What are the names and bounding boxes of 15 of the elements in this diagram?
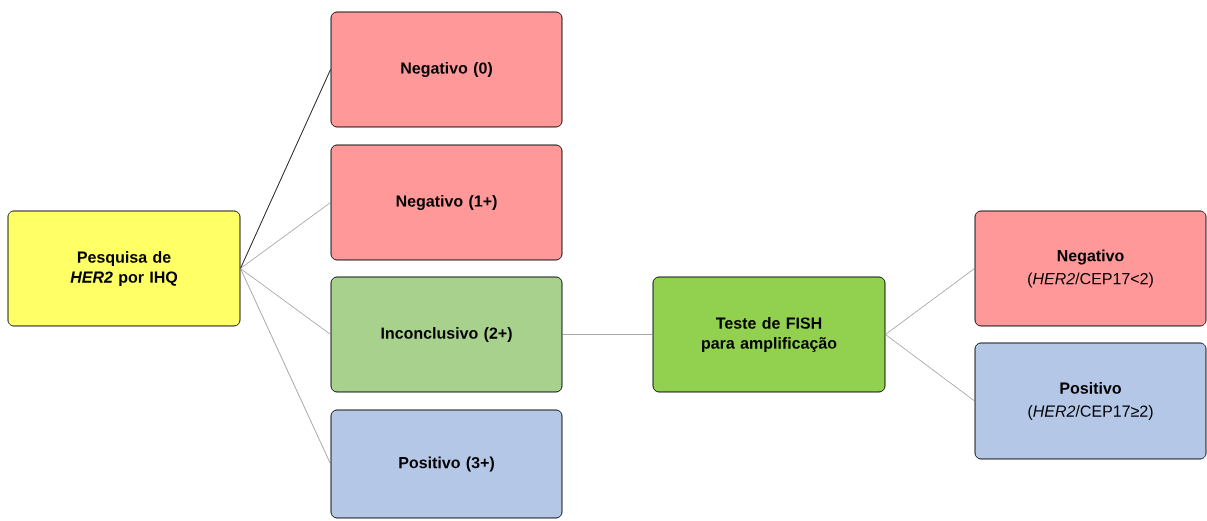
process-box: Negativo (HER2/CEP17<2) bbox=[974, 210, 1207, 327]
connector-line bbox=[885, 268, 975, 335]
process-box: Negativo (1+) bbox=[330, 144, 563, 261]
connector-line bbox=[562, 334, 653, 335]
connector-line bbox=[240, 202, 331, 269]
process-box: Positivo (3+) bbox=[330, 409, 563, 519]
process-box: Pesquisa de HER2 por IHQ bbox=[7, 210, 241, 327]
process-box: Positivo (HER2/CEP17≥2) bbox=[974, 342, 1207, 460]
process-box: Inconclusivo (2+) bbox=[330, 276, 563, 393]
connector-line bbox=[885, 334, 975, 402]
process-box: Teste de FISH para amplificação bbox=[652, 276, 886, 393]
process-box: Negativo (0) bbox=[330, 11, 563, 128]
connector-line bbox=[240, 69, 331, 269]
connector-line bbox=[240, 268, 331, 465]
connector-line bbox=[240, 268, 331, 335]
